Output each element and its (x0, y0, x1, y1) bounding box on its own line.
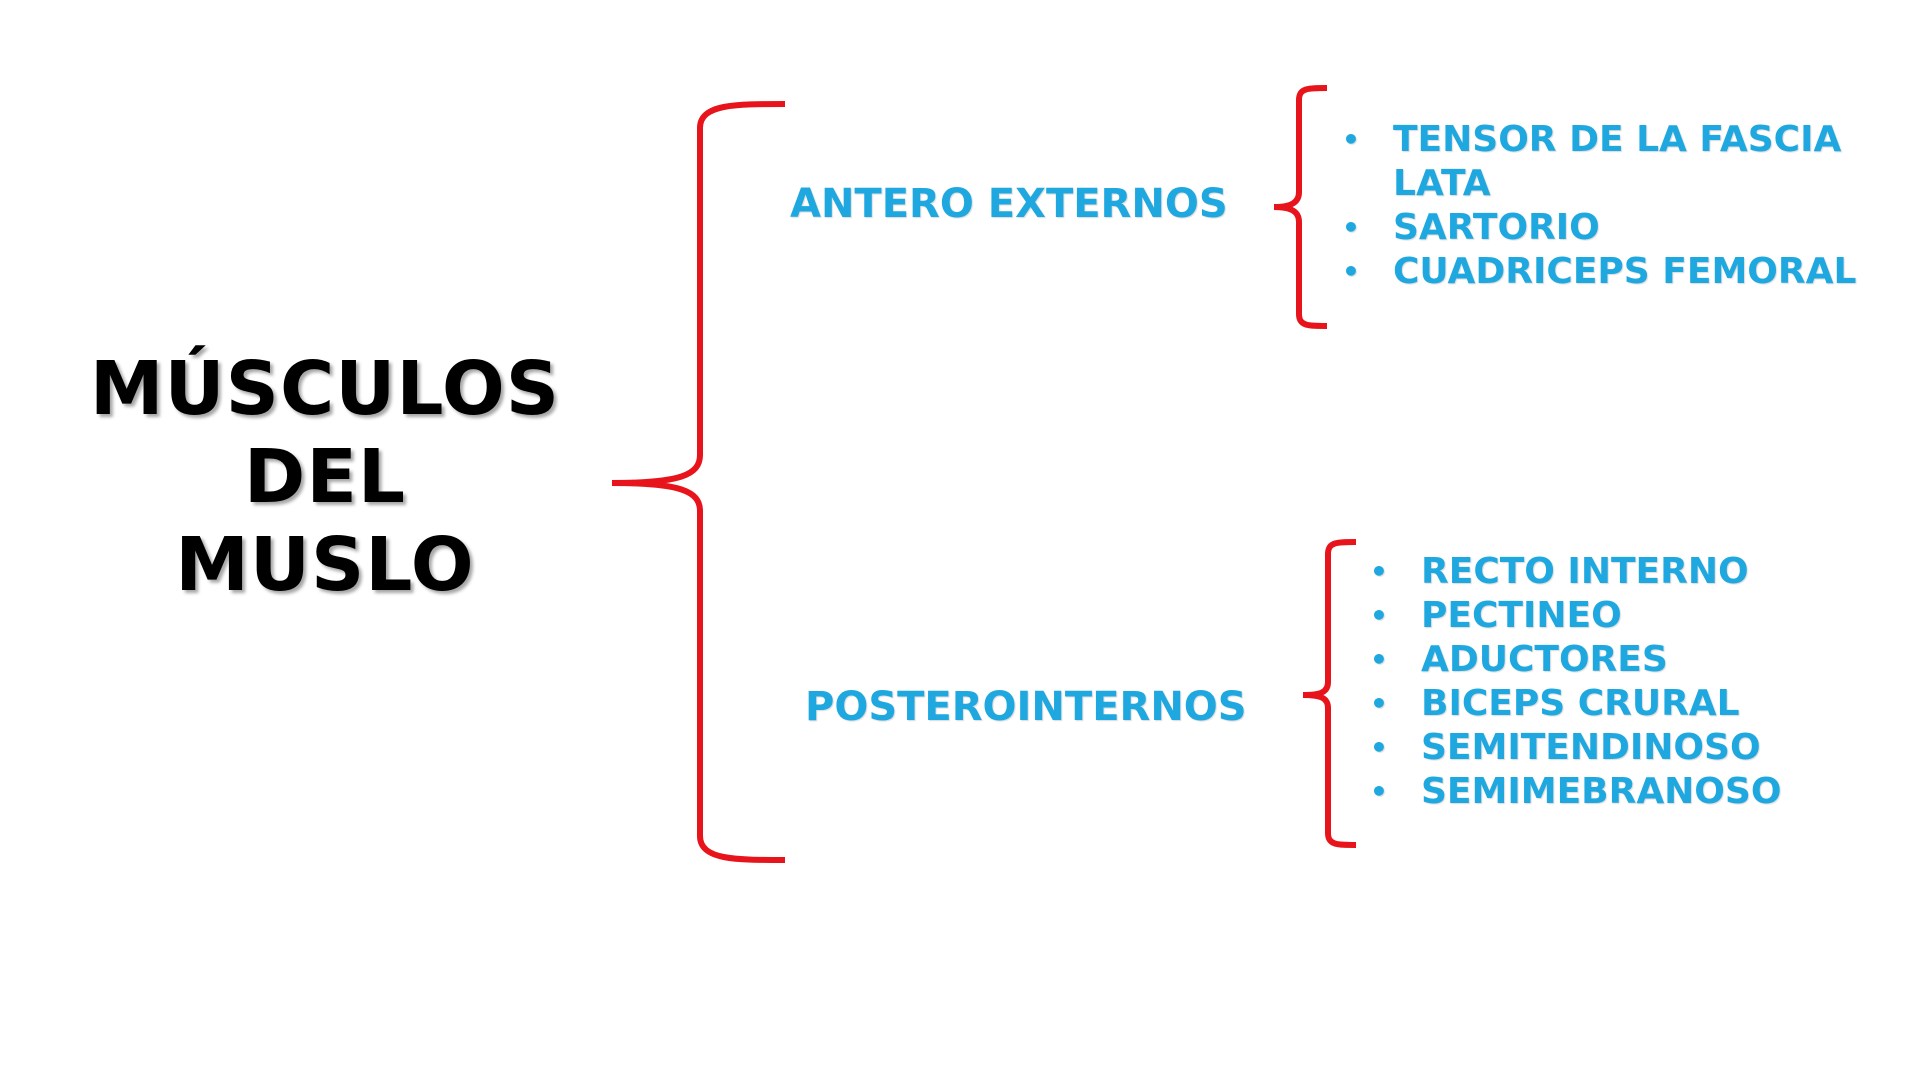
group-label-posterointernos: POSTEROINTERNOS (805, 684, 1247, 730)
bullet-icon: • (1370, 599, 1388, 632)
list-item-label: TENSOR DE LA FASCIA LATA (1393, 119, 1842, 204)
bullet-icon: • (1370, 555, 1388, 588)
title-line-3: MUSLO (175, 522, 475, 608)
postero-brace (1302, 539, 1357, 848)
bullet-icon: • (1370, 687, 1388, 720)
list-item-label: ADUCTORES (1421, 639, 1668, 680)
bullet-icon: • (1342, 255, 1360, 288)
muscle-list-antero-externos: • TENSOR DE LA FASCIA LATA • SARTORIO • CUA… (1341, 118, 1901, 294)
list-item-label: BICEPS CRURAL (1421, 683, 1740, 724)
list-item: • SEMITENDINOSO (1369, 726, 1869, 770)
title-line-2: DEL (243, 434, 407, 520)
list-item-label: PECTINEO (1421, 595, 1622, 636)
list-item: • BICEPS CRURAL (1369, 682, 1869, 726)
list-item: • ADUCTORES (1369, 638, 1869, 682)
list-item: • RECTO INTERNO (1369, 550, 1869, 594)
main-title: MÚSCULOS DEL MUSLO (40, 345, 610, 609)
list-item-label: CUADRICEPS FEMORAL (1393, 251, 1857, 292)
muscle-list-posterointernos: • RECTO INTERNO • PECTINEO • ADUCTORES • BIC… (1369, 550, 1869, 814)
group-label-antero-externos: ANTERO EXTERNOS (790, 181, 1228, 227)
list-item-label: SARTORIO (1393, 207, 1600, 248)
list-item: • CUADRICEPS FEMORAL (1341, 250, 1901, 294)
bullet-icon: • (1342, 123, 1360, 156)
list-item: • TENSOR DE LA FASCIA LATA (1341, 118, 1901, 206)
antero-brace (1273, 85, 1328, 329)
title-line-1: MÚSCULOS (89, 346, 561, 432)
list-item-label: SEMITENDINOSO (1421, 727, 1761, 768)
list-item: • SEMIMEBRANOSO (1369, 770, 1869, 814)
list-item-label: SEMIMEBRANOSO (1421, 771, 1782, 812)
main-brace (611, 101, 786, 863)
bullet-icon: • (1342, 211, 1360, 244)
list-item-label: RECTO INTERNO (1421, 551, 1749, 592)
bullet-icon: • (1370, 731, 1388, 764)
list-item: • SARTORIO (1341, 206, 1901, 250)
bullet-icon: • (1370, 643, 1388, 676)
bullet-icon: • (1370, 775, 1388, 808)
list-item: • PECTINEO (1369, 594, 1869, 638)
